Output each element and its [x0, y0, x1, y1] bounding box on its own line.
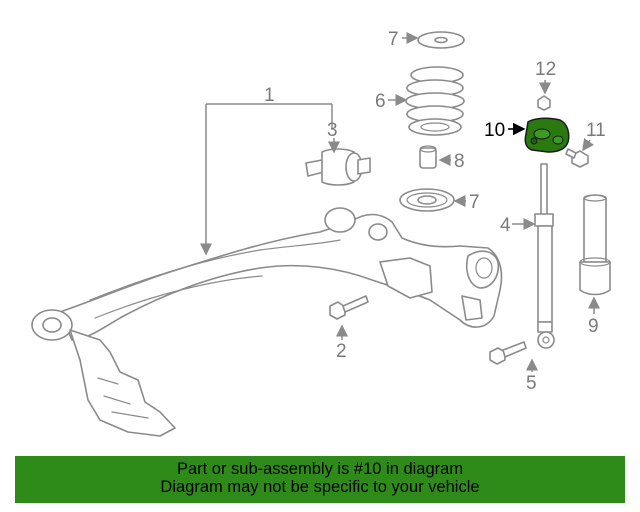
callout-2: 2 — [336, 341, 347, 362]
parts-diagram: 1 2 3 4 5 6 7 7 8 9 10 11 12 — [31, 29, 611, 437]
bolt-11 — [565, 148, 589, 168]
info-banner: Part or sub-assembly is #10 in diagram D… — [15, 456, 625, 503]
upper-mount-10 — [524, 117, 570, 153]
callout-9: 9 — [588, 316, 599, 337]
callout-10: 10 — [484, 120, 505, 141]
callout-1: 1 — [264, 85, 275, 106]
spring-insulator-7-lower — [399, 188, 455, 212]
axle-crossmember — [31, 207, 503, 437]
bump-stop-8 — [419, 145, 437, 169]
shock-absorber-4 — [534, 163, 555, 349]
dust-boot-9 — [579, 194, 611, 296]
banner-line-part: Part or sub-assembly is #10 in diagram — [176, 460, 464, 478]
leader-lines — [200, 32, 600, 372]
bushing-3 — [305, 148, 371, 186]
bolt-5 — [489, 341, 527, 365]
banner-line-disclaimer: Diagram may not be specific to your vehi… — [160, 478, 480, 496]
callout-7-lower: 7 — [469, 192, 480, 213]
callout-4: 4 — [500, 215, 511, 236]
callout-11: 11 — [586, 120, 606, 141]
coil-spring-6 — [405, 66, 465, 136]
callout-7-upper: 7 — [388, 29, 399, 50]
callout-6: 6 — [375, 91, 386, 112]
callout-5: 5 — [526, 373, 537, 394]
bolt-2 — [329, 295, 369, 320]
callout-12: 12 — [535, 59, 556, 80]
callout-3: 3 — [327, 120, 338, 141]
callout-8: 8 — [454, 151, 465, 172]
nut-12 — [537, 95, 551, 111]
spring-insulator-7-upper — [417, 31, 465, 49]
